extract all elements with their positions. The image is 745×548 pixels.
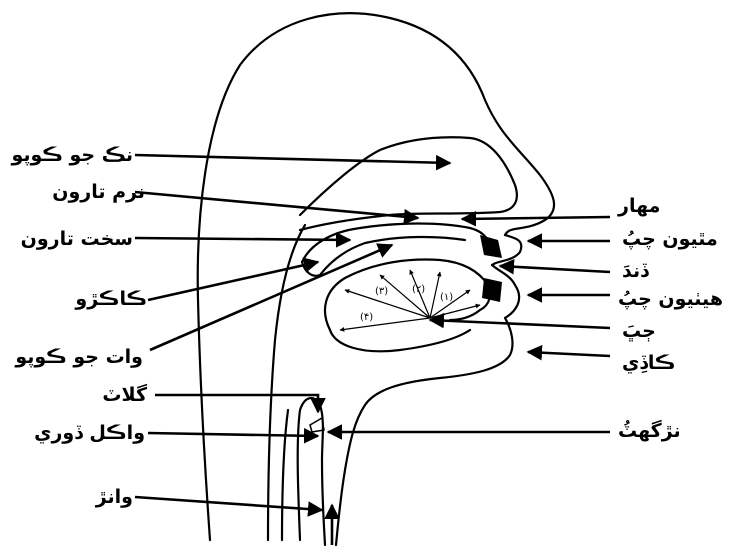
arrow-chin [528,352,610,356]
label-oral-cavity: وات جو ڪوپو [15,346,143,368]
label-soft-palate: نرم تارون [52,181,145,203]
tongue-mark-3: (۳) [375,286,388,297]
label-uvula: ڪاڪڙو [75,288,147,310]
arrow-soft-palate [135,192,418,218]
epiglottis-outline [298,398,325,545]
arrow-vocal-cords [148,433,318,436]
head-outline [198,13,554,545]
lower-jaw-outline [330,330,470,351]
arrow-oral-cavity [150,245,392,350]
arrow-tongue [430,320,610,328]
label-lower-lip: هيٺيون چپُ [618,288,723,310]
label-tongue: ڄڀَ [622,320,656,342]
tongue-outline [325,260,490,330]
arrow-uvula [148,262,318,300]
label-nasal-cavity: نڪ جو ڪوپو [12,144,133,166]
arrow-nasal-cavity [135,155,450,163]
velum-outline [302,237,465,276]
label-glottis: گلاٽ [102,384,147,406]
palate-outline [302,224,490,263]
arrow-hard-palate [135,238,350,240]
label-vocal-cords: واڪل ڏوري [34,422,145,444]
label-upper-lip: مٿيون چپُ [622,228,718,250]
tongue-mark-4: (۴) [360,312,373,323]
tongue-mark-1: (۱) [440,292,453,303]
label-windpipe: وانڙ [96,486,133,508]
label-teeth: ڏندَ [622,260,649,282]
label-hard-palate: سخت تارون [21,228,133,250]
upper-teeth [480,235,502,258]
tongue-mark-2: (۲) [412,284,425,295]
arrow-gum-ridge [462,217,610,219]
oesophagus-outline [282,410,288,540]
label-chin: ڪاڏِي [622,352,675,374]
label-larynx: نڙگھٽُ [618,420,681,442]
lower-teeth [482,278,502,302]
label-gum-ridge: مهار [618,195,660,217]
arrow-teeth [500,266,610,272]
arrow-windpipe [135,497,322,510]
arrow-glottis [155,395,318,412]
